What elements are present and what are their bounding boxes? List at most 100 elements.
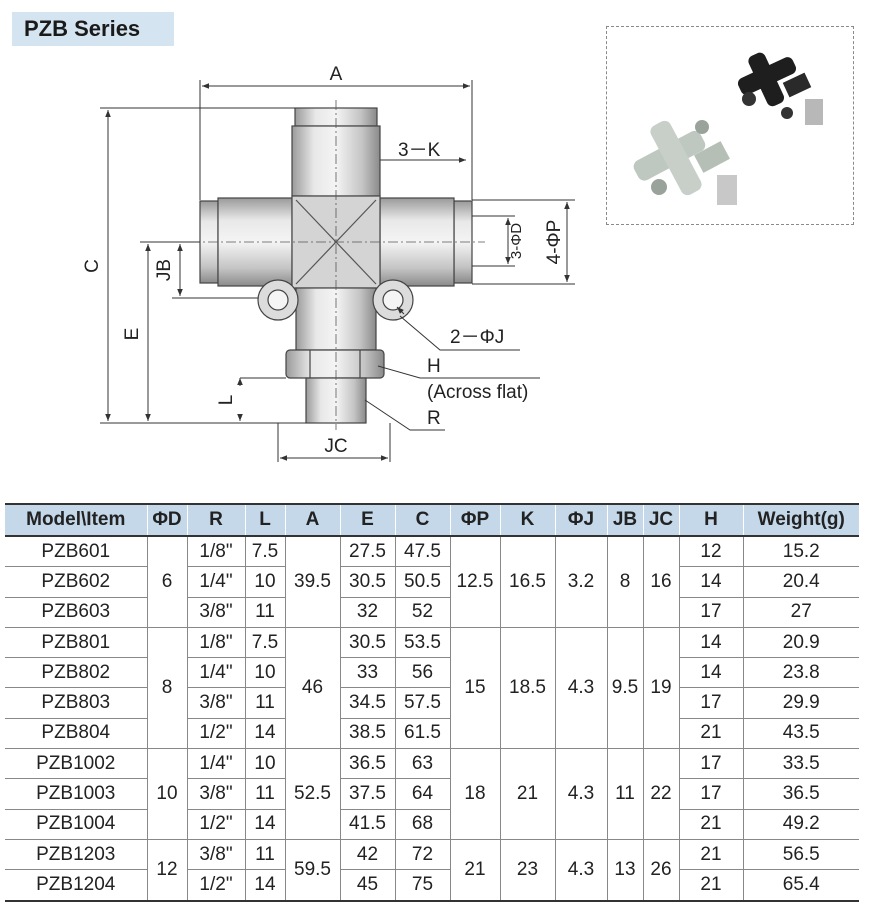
table-cell: 32	[339, 597, 395, 628]
column-header: A	[284, 503, 340, 537]
dim-label-d: 3-ΦD	[508, 223, 525, 259]
table-cell: 14	[244, 809, 285, 840]
table-cell: 19	[642, 627, 679, 750]
column-header: Weight(g)	[742, 503, 859, 537]
table-cell: 45	[339, 869, 395, 902]
table-cell: 6	[146, 536, 187, 628]
table-cell: 42	[339, 839, 395, 871]
table-cell: PZB1203	[5, 839, 147, 871]
table-cell: 36.5	[742, 778, 859, 810]
table-cell: 23.8	[742, 657, 859, 689]
table-cell: 21	[499, 748, 555, 840]
table-cell: 4.3	[554, 627, 607, 750]
table-cell: 14	[678, 627, 743, 659]
table-cell: 10	[244, 748, 285, 780]
table-cell: PZB1002	[5, 748, 147, 780]
table-cell: 16	[642, 536, 679, 628]
column-header: K	[499, 503, 555, 537]
table-cell: 56	[394, 657, 450, 689]
table-cell: 1/4"	[186, 566, 245, 598]
table-cell: 22	[642, 748, 679, 840]
table-cell: 63	[394, 748, 450, 780]
table-cell: 10	[244, 566, 285, 598]
column-header: JB	[606, 503, 643, 537]
table-cell: 34.5	[339, 687, 395, 719]
table-cell: 52	[394, 597, 450, 628]
column-header: JC	[642, 503, 679, 537]
table-cell: 18	[449, 748, 500, 840]
dim-label-p: 4-ΦP	[544, 220, 565, 265]
table-cell: 64	[394, 778, 450, 810]
table-cell: 11	[606, 748, 643, 840]
table-cell: 10	[244, 657, 285, 689]
table-cell: 1/2"	[186, 869, 245, 902]
dim-label-a: A	[330, 64, 343, 85]
table-cell: 52.5	[284, 748, 340, 840]
table-cell: 59.5	[284, 839, 340, 902]
table-cell: 14	[244, 718, 285, 750]
table-cell: 53.5	[394, 627, 450, 659]
table-cell: 14	[678, 657, 743, 689]
table-cell: 21	[449, 839, 500, 902]
table-cell: 11	[244, 687, 285, 719]
table-cell: 16.5	[499, 536, 555, 628]
table-cell: 3/8"	[186, 839, 245, 871]
table-cell: 39.5	[284, 536, 340, 628]
product-photo	[633, 52, 823, 205]
dim-label-h-note: (Across flat)	[427, 382, 528, 403]
table-cell: 29.9	[742, 687, 859, 719]
table-cell: 38.5	[339, 718, 395, 750]
product-photo-frame	[606, 26, 854, 225]
table-cell: 33.5	[742, 748, 859, 780]
table-cell: 17	[678, 687, 743, 719]
dim-label-j: 2－ΦJ	[450, 327, 504, 348]
table-cell: 15.2	[742, 536, 859, 568]
table-cell: 21	[678, 718, 743, 750]
table-cell: 41.5	[339, 809, 395, 840]
dim-label-k: 3－K	[398, 140, 441, 161]
table-cell: 30.5	[339, 566, 395, 598]
table-cell: 15	[449, 627, 500, 750]
table-cell: 8	[606, 536, 643, 628]
table-cell: 1/2"	[186, 809, 245, 840]
dim-label-l: L	[216, 395, 237, 406]
table-cell: 12	[146, 839, 187, 902]
table-cell: 27.5	[339, 536, 395, 568]
table-cell: 9.5	[606, 627, 643, 750]
table-cell: 75	[394, 869, 450, 902]
table-cell: 4.3	[554, 748, 607, 840]
table-cell: 7.5	[244, 536, 285, 568]
column-header: ΦJ	[554, 503, 607, 537]
column-header: H	[678, 503, 743, 537]
table-cell: 21	[678, 809, 743, 840]
table-cell: 4.3	[554, 839, 607, 902]
table-cell: 56.5	[742, 839, 859, 871]
table-cell: 21	[678, 839, 743, 871]
table-cell: 17	[678, 748, 743, 780]
table-cell: 14	[244, 869, 285, 902]
table-cell: 17	[678, 778, 743, 810]
table-cell: 21	[678, 869, 743, 902]
table-cell: 61.5	[394, 718, 450, 750]
table-cell: 11	[244, 597, 285, 628]
table-cell: 3/8"	[186, 687, 245, 719]
table-cell: 17	[678, 597, 743, 628]
table-cell: 1/4"	[186, 657, 245, 689]
table-cell: 68	[394, 809, 450, 840]
table-cell: 3.2	[554, 536, 607, 628]
table-cell: 46	[284, 627, 340, 750]
table-cell: PZB603	[5, 597, 147, 628]
table-cell: 12.5	[449, 536, 500, 628]
series-title: PZB Series	[12, 12, 174, 46]
table-cell: PZB1004	[5, 809, 147, 840]
table-cell: 72	[394, 839, 450, 871]
